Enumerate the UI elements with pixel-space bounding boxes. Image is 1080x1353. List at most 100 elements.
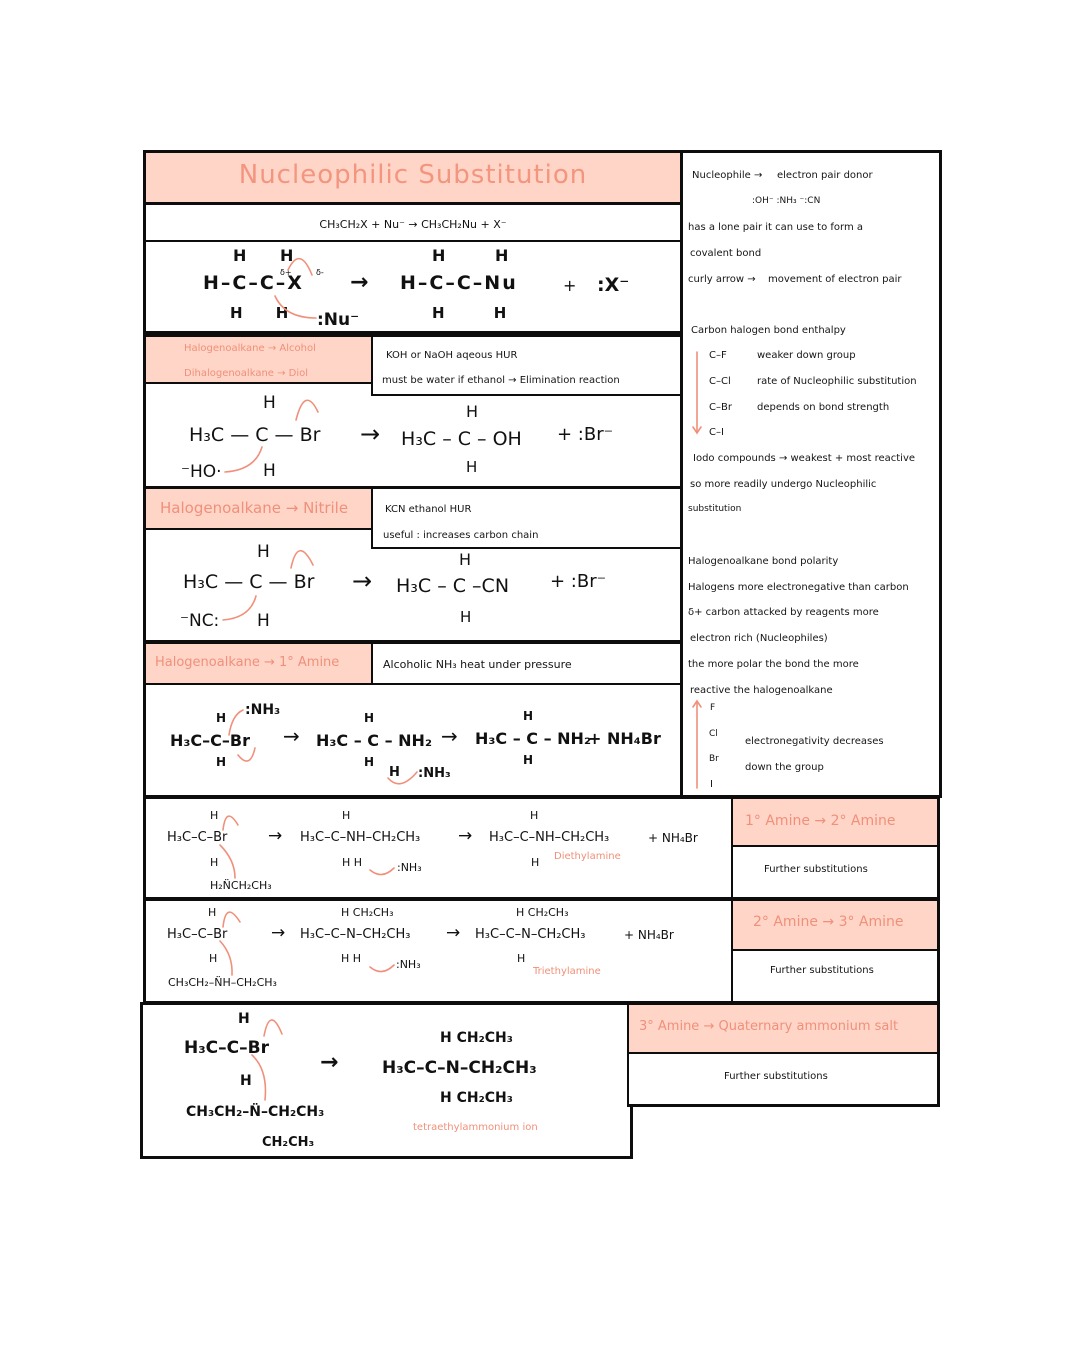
bond-note-1: weaker down group	[757, 350, 856, 361]
general-left-top: H H	[233, 246, 308, 265]
amine3-nucleophile: CH₃CH₂–N̈H–CH₂CH₃	[168, 976, 277, 989]
general-right-mid: H–C–C–Nu	[400, 272, 518, 294]
amine1-inter-bottom: H	[364, 755, 375, 769]
alcohol-product-top: H	[466, 402, 479, 421]
alcohol-condition-1: KOH or NaOH aqeous HUR	[386, 350, 518, 361]
bond-ccl: C–Cl	[709, 376, 731, 387]
nitrile-nucleophile: ⁻NC:	[180, 611, 220, 631]
alcohol-label-1: Halogenoalkane → Alcohol	[184, 343, 316, 354]
alcohol-condition-2: must be water if ethanol → Elimination r…	[382, 375, 620, 386]
amine1-intermediate: H₃C – C – NH₂	[316, 731, 432, 750]
lone-pair-line-1: has a lone pair it can use to form a	[688, 222, 864, 233]
general-nucleophile: :Nu⁻	[317, 310, 360, 330]
polarity-line-3: electron rich (Nucleophiles)	[690, 633, 828, 644]
quaternary-nucleophile-bottom: CH₂CH₃	[262, 1135, 315, 1150]
amine2-product-top: H	[530, 809, 539, 822]
general-equation-box	[143, 202, 683, 334]
amine3-product-name: Triethylamine	[533, 966, 601, 977]
nitrile-product-top: H	[459, 550, 472, 569]
alcohol-reactant: H₃C — C — Br	[189, 424, 321, 446]
amine3-label: 2° Amine → 3° Amine	[753, 914, 904, 930]
general-left-bottom: H H	[230, 304, 303, 322]
amine1-arrow-2: →	[441, 724, 458, 748]
nitrile-label: Halogenoalkane → Nitrile	[160, 499, 349, 517]
alcohol-conditions-box	[371, 337, 680, 396]
quaternary-product-name: tetraethylammonium ion	[413, 1122, 538, 1133]
iodo-line-3: substitution	[688, 504, 742, 514]
amine3-arrow-2: →	[446, 923, 461, 943]
nitrile-byproduct: + :Br⁻	[550, 571, 607, 592]
amine2-arrow-1: →	[268, 826, 283, 846]
amine1-reactant-nh3: :NH₃	[245, 702, 281, 718]
nucleophile-definition: electron pair donor	[777, 170, 873, 181]
curly-arrow-definition: movement of electron pair	[768, 274, 902, 285]
amine3-product-bottom: H	[517, 952, 526, 965]
amine1-product-bottom: H	[523, 753, 534, 767]
bond-note-3: depends on bond strength	[757, 402, 890, 413]
amine2-reactant-top: H	[210, 809, 219, 822]
alcohol-reactant-top: H	[263, 393, 276, 413]
nitrile-header	[146, 489, 372, 530]
general-left-mid: H–C–C–X	[203, 272, 304, 294]
amine3-side-box	[731, 901, 937, 1001]
electronegativity-note-1: electronegativity decreases	[745, 736, 884, 747]
quaternary-product-top: H CH₂CH₃	[440, 1030, 513, 1046]
quaternary-reactant-bottom: H	[240, 1073, 252, 1089]
nucleophile-term: Nucleophile →	[692, 170, 763, 181]
quaternary-arrow: →	[320, 1050, 339, 1075]
halogen-i: I	[710, 779, 713, 790]
amine2-reactant: H₃C–C–Br	[167, 830, 228, 845]
general-leaving-group: :X⁻	[597, 274, 630, 296]
bond-cbr: C–Br	[709, 402, 732, 413]
amine1-product: H₃C – C – NH₂	[475, 729, 591, 748]
amine2-arrow-2: →	[458, 826, 473, 846]
general-right-bottom: H H	[432, 304, 529, 322]
quaternary-label: 3° Amine → Quaternary ammonium salt	[639, 1019, 899, 1034]
amine2-reactant-bottom: H	[210, 856, 219, 869]
electronegativity-note-2: down the group	[745, 762, 824, 773]
amine1-product-top: H	[523, 709, 534, 723]
general-right-top: H H	[432, 246, 531, 265]
amine2-product-bottom: H	[531, 856, 540, 869]
quaternary-nucleophile: CH₃CH₂–N̈–CH₂CH₃	[186, 1104, 325, 1120]
amine1-inter-h: H	[389, 765, 400, 780]
amine1-label: Halogenoalkane → 1° Amine	[155, 655, 340, 670]
quaternary-product: H₃C–C–N–CH₂CH₃	[382, 1058, 537, 1078]
nitrile-reactant-bottom: H	[257, 611, 270, 631]
amine2-side-box	[731, 799, 937, 897]
nitrile-reactant-top: H	[257, 542, 270, 562]
nucleophile-examples: :OH⁻ :NH₃ ⁻:CN	[752, 196, 821, 206]
quaternary-note: Further substitutions	[724, 1071, 828, 1082]
amine2-inter-nh3: :NH₃	[397, 861, 422, 874]
alcohol-nucleophile: ⁻HO·	[181, 462, 222, 482]
lone-pair-line-2: covalent bond	[690, 248, 762, 259]
amine3-inter-top: H CH₂CH₃	[341, 906, 394, 919]
amine2-inter-bottom: H H	[342, 856, 363, 869]
quaternary-product-bottom: H CH₂CH₃	[440, 1090, 513, 1106]
amine2-note: Further substitutions	[764, 864, 868, 875]
delta-minus-label: δ-	[316, 268, 324, 277]
alcohol-header	[146, 337, 372, 384]
amine3-reactant: H₃C–C–Br	[167, 927, 228, 942]
amine3-note: Further substitutions	[770, 965, 874, 976]
polarity-line-2: δ+ carbon attacked by reagents more	[688, 607, 879, 618]
nitrile-arrow: →	[352, 567, 373, 595]
amine2-product-name: Diethylamine	[554, 851, 621, 862]
amine1-inter-nh3: :NH₃	[418, 766, 451, 781]
alcohol-arrow: →	[360, 420, 381, 448]
alcohol-product: H₃C – C – OH	[401, 428, 522, 450]
nitrile-conditions-box	[371, 489, 680, 549]
polarity-line-5: reactive the halogenoalkane	[690, 685, 833, 696]
amine3-reactant-top: H	[208, 906, 217, 919]
general-reaction-arrow: →	[350, 270, 369, 295]
bond-ci: C–I	[709, 427, 724, 438]
curly-arrow-term: curly arrow →	[688, 274, 756, 285]
nitrile-condition-2: useful : increases carbon chain	[383, 530, 539, 541]
quaternary-header	[629, 1005, 937, 1054]
quaternary-section	[140, 1002, 633, 1159]
amine3-product-top: H CH₂CH₃	[516, 906, 569, 919]
amine3-byproduct: + NH₄Br	[624, 928, 674, 942]
nitrile-reactant: H₃C — C — Br	[183, 571, 315, 593]
amine1-header	[146, 644, 372, 685]
polarity-line-4: the more polar the bond the more	[688, 659, 859, 670]
